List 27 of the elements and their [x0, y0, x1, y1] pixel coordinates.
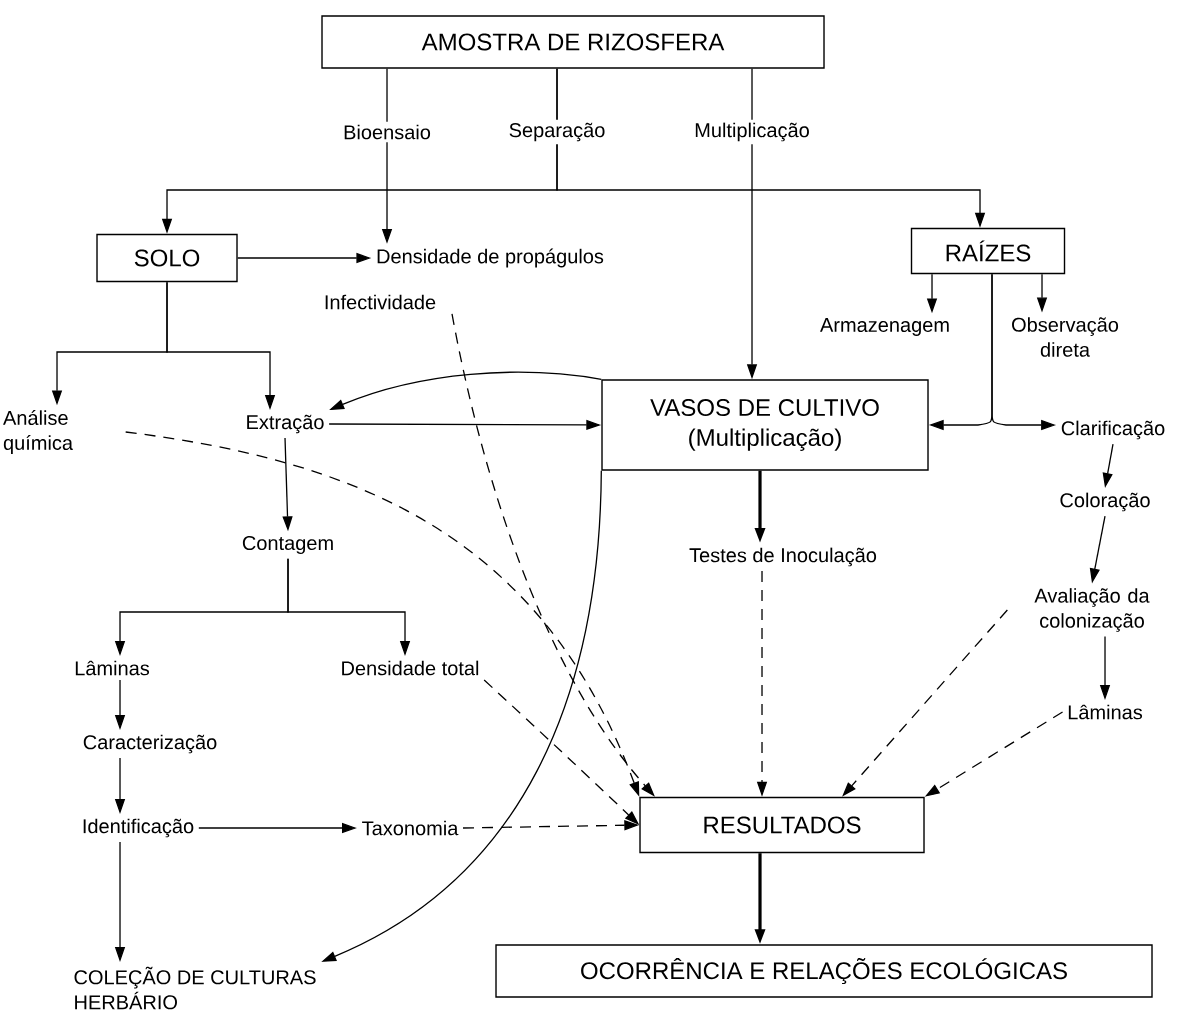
process-box: RESULTADOS: [639, 796, 925, 854]
step-text: Extração: [247, 414, 324, 434]
step-text: Observação direta: [1012, 317, 1119, 357]
step-text: Contagem: [242, 535, 333, 555]
step-text: Clarificação: [1061, 420, 1165, 440]
step-text: Identificação: [83, 818, 194, 838]
step-text: Testes de Inoculação: [689, 547, 877, 567]
step-text: Coloração: [1060, 492, 1150, 512]
step-text: Caracterização: [83, 734, 217, 754]
step-text: Armazenagem: [820, 318, 949, 336]
step-text: Densidade de propágulos: [377, 248, 604, 268]
process-box: RAÍZES: [910, 227, 1066, 275]
step-text: Taxonomia: [362, 820, 459, 836]
process-box: SOLO: [96, 233, 238, 283]
process-box: OCORRÊNCIA E RELAÇÕES ECOLÓGICAS: [495, 944, 1153, 998]
step-text: COLEÇÃO DE CULTURAS HERBÁRIO: [74, 966, 316, 1010]
step-text: Infectividade: [325, 294, 436, 310]
process-box: AMOSTRA DE RIZOSFERA: [321, 15, 825, 69]
step-text: Análise química: [3, 410, 74, 454]
process-box: VASOS DE CULTIVO (Multiplicação): [601, 379, 929, 471]
edge-label: Bioensaio: [340, 121, 434, 143]
step-text: Lâminas: [1068, 704, 1143, 720]
edge-label: Separação: [505, 119, 609, 145]
step-text: Lâminas: [75, 660, 150, 676]
step-text: Avaliação da colonização: [1034, 588, 1150, 632]
step-text: Densidade total: [342, 660, 479, 676]
edge-label: Multiplicação: [691, 119, 813, 145]
